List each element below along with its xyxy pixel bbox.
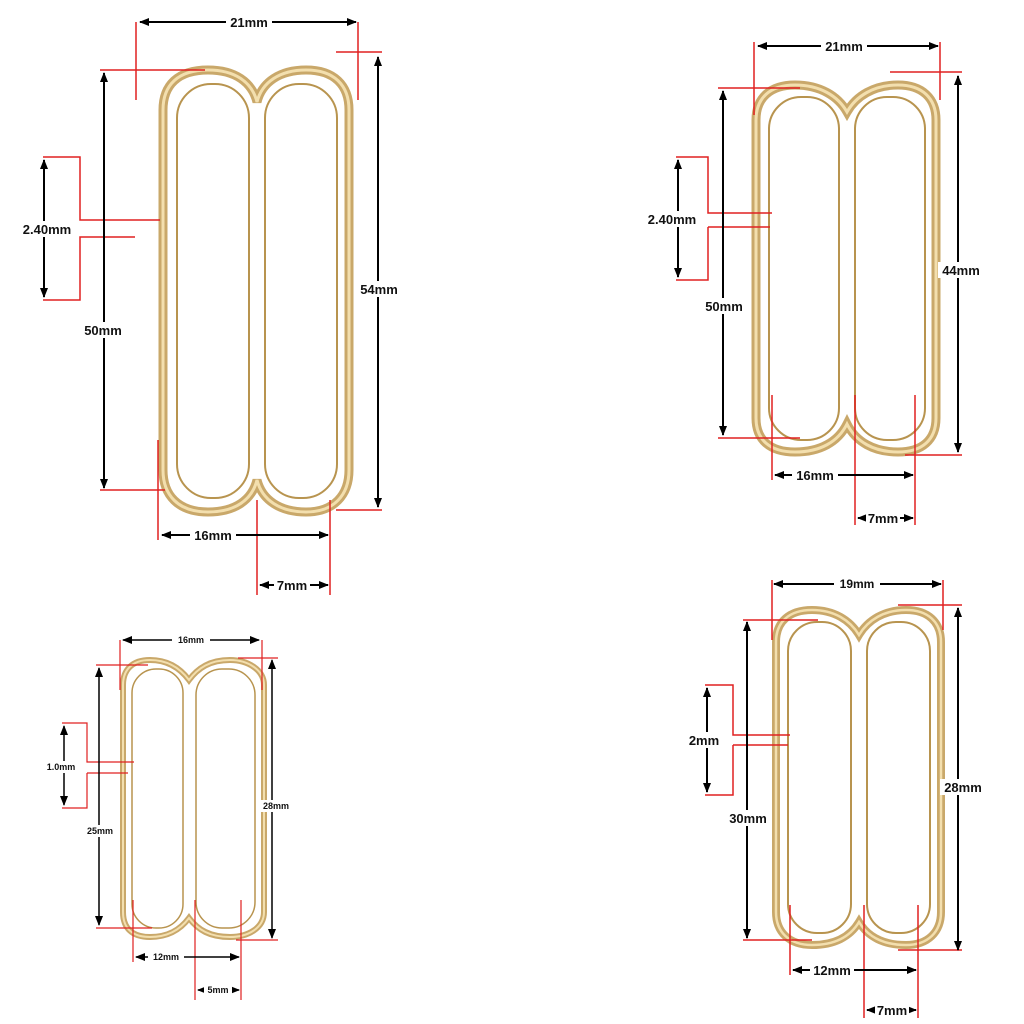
label-slot-width: 12mm bbox=[813, 963, 851, 978]
buckle-medium-slot-right bbox=[854, 96, 926, 441]
buckle-medium-labels: 21mm 44mm 50mm 2.40mm 16mm 7mm bbox=[643, 38, 984, 526]
buckle-mid-small-guides bbox=[705, 580, 962, 1018]
buckle-mid-small-slot-left bbox=[787, 621, 852, 934]
buckle-small: 16mm 28mm 25mm 1.0mm 12mm 5mm bbox=[40, 634, 294, 1000]
label-total-height: 28mm bbox=[944, 780, 982, 795]
buckle-mid-small-slot-right bbox=[866, 621, 931, 934]
label-bar-gap: 7mm bbox=[868, 511, 898, 526]
label-total-height: 44mm bbox=[942, 263, 980, 278]
buckle-medium: 21mm 44mm 50mm 2.40mm 16mm 7mm bbox=[643, 38, 984, 526]
label-wire-thickness: 2.40mm bbox=[23, 222, 71, 237]
buckle-small-ring bbox=[120, 656, 267, 941]
label-total-height: 54mm bbox=[360, 282, 398, 297]
buckle-mid-small: 19mm 28mm 30mm 2mm 12mm 7mm bbox=[686, 576, 986, 1018]
buckle-large-slot-right bbox=[264, 83, 338, 499]
label-total-height: 28mm bbox=[263, 801, 289, 811]
label-wire-thickness: 1.0mm bbox=[47, 762, 76, 772]
label-inner-height: 30mm bbox=[729, 811, 767, 826]
buckle-small-slot-left bbox=[131, 668, 184, 929]
buckle-large-labels: 21mm 54mm 50mm 2.40mm 16mm 7mm bbox=[18, 14, 402, 593]
label-slot-width: 16mm bbox=[194, 528, 232, 543]
label-total-width: 19mm bbox=[840, 577, 875, 591]
label-bar-gap: 7mm bbox=[877, 1003, 907, 1018]
label-bar-gap: 7mm bbox=[277, 578, 307, 593]
label-inner-height: 50mm bbox=[705, 299, 743, 314]
label-total-width: 21mm bbox=[825, 39, 863, 54]
buckle-mid-small-ring bbox=[772, 605, 945, 950]
buckle-medium-guides bbox=[676, 42, 962, 525]
buckle-large-ring bbox=[158, 65, 354, 517]
label-slot-width: 16mm bbox=[796, 468, 834, 483]
label-wire-thickness: 2mm bbox=[689, 733, 719, 748]
buckle-large: 21mm 54mm 50mm 2.40mm 16mm 7mm bbox=[18, 14, 402, 595]
label-inner-height: 25mm bbox=[87, 826, 113, 836]
label-wire-thickness: 2.40mm bbox=[648, 212, 696, 227]
label-inner-height: 50mm bbox=[84, 323, 122, 338]
buckle-large-slot-left bbox=[176, 83, 250, 499]
label-total-width: 21mm bbox=[230, 15, 268, 30]
buckle-medium-slot-left bbox=[768, 96, 840, 441]
buckle-large-guides bbox=[43, 22, 382, 595]
label-total-width: 16mm bbox=[178, 635, 204, 645]
label-bar-gap: 5mm bbox=[207, 985, 228, 995]
label-slot-width: 12mm bbox=[153, 952, 179, 962]
buckle-mid-small-labels: 19mm 28mm 30mm 2mm 12mm 7mm bbox=[686, 576, 986, 1018]
buckle-medium-ring bbox=[751, 80, 941, 457]
buckle-small-guides bbox=[62, 640, 278, 1000]
buckle-small-slot-right bbox=[195, 668, 256, 929]
buckle-small-labels: 16mm 28mm 25mm 1.0mm 12mm 5mm bbox=[40, 634, 294, 996]
